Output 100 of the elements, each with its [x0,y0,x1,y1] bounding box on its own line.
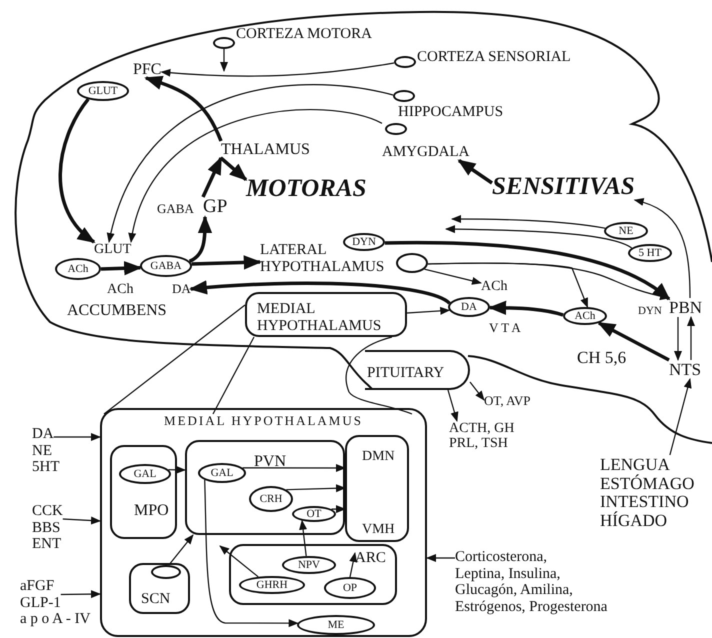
arrow [384,240,670,300]
nucleus-label: 5 HT [638,247,662,259]
region-label: NTS [669,361,702,380]
nucleus-label: NE [618,225,634,237]
region-label: ACTH, GH PRL, TSH [449,421,514,452]
region-label: DMN [362,449,395,464]
connector-line [346,336,412,415]
connector-line [212,336,255,414]
arrow [458,159,493,184]
arrow [168,534,194,566]
arrow [634,198,691,298]
arrow [201,156,223,198]
nucleus-label: ACh [68,263,88,275]
nucleus-ellipse [55,258,101,280]
arrow [144,76,223,142]
nucleus-ellipse [249,486,293,512]
nucleus-ellipse [140,255,192,277]
region-label: PITUITARY [367,365,444,382]
arrow [451,215,606,229]
nucleus-ellipse [297,615,375,635]
arrow [424,268,482,285]
nucleus-label: ME [328,619,344,631]
region-label: CORTEZA MOTORA [236,26,372,42]
arrow [220,49,228,72]
arrow [129,109,382,243]
region-label: GLUT [94,242,132,258]
region-label: MOTORAS [246,175,366,202]
region-label: SCN [141,591,170,608]
region-label: MPO [134,502,169,520]
region-label: HIPPOCAMPUS [398,104,504,120]
region-box [100,408,427,637]
arrow [332,505,346,514]
nucleus-ellipse [292,506,336,522]
arrow [428,262,670,300]
arrow [100,261,142,276]
region-label: CORTEZA SENSORIAL [417,49,571,66]
nucleus-label: OT [306,508,322,520]
nucleus-label: NPV [298,559,320,571]
connector-line [104,304,246,414]
region-label: ARC [355,550,386,566]
region-label: ACh [481,279,508,294]
arrow [597,321,670,362]
nucleus-label: DA [461,301,477,313]
nucleus-ellipse [198,463,246,483]
arrow [168,466,186,474]
region-box [245,292,407,337]
region-label: ACCUMBENS [67,302,167,320]
arrow [445,225,632,249]
region-box [129,563,190,614]
caption-text: V T A [489,321,521,336]
region-label: PVN [254,453,286,471]
nucleus-label: CRH [260,493,282,505]
nucleus-ellipse [282,556,336,574]
region-label: CCK BBS ENT [32,503,63,552]
nucleus-ellipse [396,253,428,273]
arrow [426,554,455,562]
region-label: OT, AVP [484,394,530,408]
region-label: DA NE 5HT [32,426,60,476]
region-box [110,445,177,539]
region-label: DA [172,282,191,296]
arrow [160,62,394,77]
arrow [204,480,299,628]
nucleus-ellipse [604,222,648,240]
region-label: SENSITIVAS [492,173,635,200]
nucleus-ellipse [343,233,385,251]
arrow [54,433,101,441]
region-box [185,440,345,535]
arrow [189,280,450,305]
region-label: PFC [133,61,162,79]
arrow [188,215,212,263]
region-label: VMH [362,522,395,538]
region-box [365,350,470,390]
nucleus-label: GLUT [88,85,118,97]
caption-text: CH 5,6 [577,349,626,368]
arrow [108,84,394,243]
caption-text: DYN [638,305,662,318]
arrow [242,464,346,472]
region-box [229,544,397,605]
nucleus-label: GHRH [256,579,288,591]
caption-text: GABA [157,202,194,216]
nucleus-ellipse [324,577,376,599]
nucleus-label: GABA [150,260,182,272]
nucleus-ellipse [239,576,305,594]
nucleus-label: GAL [134,468,156,480]
arrow [286,484,346,492]
arrow [406,306,450,315]
nucleus-ellipse [77,81,129,101]
region-label: LENGUA ESTÓMAGO INTESTINO HÍGADO [600,456,694,531]
region-label: aFGF GLP-1 a p o A - IV [20,578,90,628]
arrow [220,156,248,182]
nucleus-ellipse [151,565,181,579]
region-label: AMYGDALA [382,144,470,160]
region-label: GP [203,197,228,218]
region-label: PBN [669,299,702,318]
region-label: MEDIAL HYPOTHALAMUS [257,301,382,334]
nucleus-label: GAL [210,467,234,479]
region-label: THALAMUS [221,141,310,159]
nucleus-ellipse [628,244,672,262]
region-label: Corticosterona, Leptina, Insulina, Glucagón, Amilina, Estrógenos, Progesterona [455,549,608,615]
arrow [58,98,96,244]
